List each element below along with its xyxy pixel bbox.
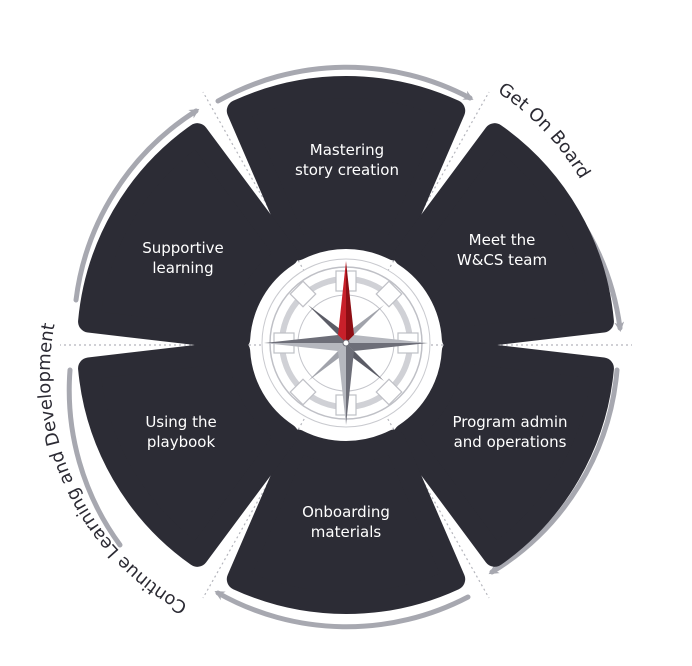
arrow-bottom [214,590,471,630]
segments [78,76,614,614]
segment-top [226,76,466,261]
arrow-lower-left [66,367,123,548]
segment-lower-right [393,339,614,567]
segment-upper-right [393,123,614,351]
arrow-lower-right [488,367,620,575]
arrow-left [73,108,200,303]
segment-bottom [226,429,466,614]
segment-lower-left [78,339,299,567]
compass-rose-icon [261,258,431,428]
segment-upper-left [78,123,299,351]
arrow-top [215,64,474,104]
